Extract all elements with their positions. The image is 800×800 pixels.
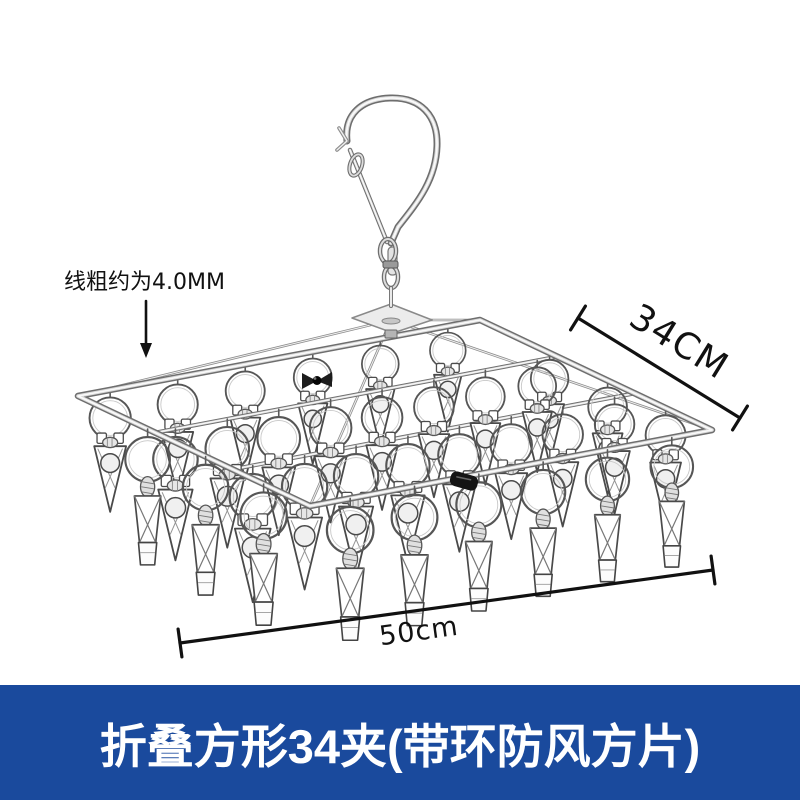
depth-dimension: 34CM <box>568 296 750 432</box>
clip-windproof <box>390 485 439 627</box>
clip-clothespin <box>541 406 584 528</box>
depth-dimension-label: 34CM <box>622 296 735 388</box>
clip-windproof <box>455 473 503 612</box>
clip-clothespin <box>152 428 199 562</box>
wire-thickness-label: 线粗约为4.0MM <box>64 270 225 295</box>
dark-details <box>302 372 479 491</box>
width-dimension-label: 50cm <box>377 611 460 653</box>
clips-front-rows <box>124 428 695 642</box>
clip-windproof <box>181 455 230 596</box>
product-title: 折叠方形34夹(带环防风方片) <box>99 720 701 773</box>
clip-windproof <box>649 436 695 568</box>
clip-clothespin <box>280 454 329 591</box>
product-title-banner: 折叠方形34夹(带环防风方片) <box>0 685 800 800</box>
clip-windproof <box>584 448 631 583</box>
clip-windproof <box>124 428 171 566</box>
hanger-illustration <box>74 94 716 642</box>
frame <box>74 316 716 510</box>
clip-clothespin <box>88 389 132 513</box>
down-arrow-icon <box>140 299 152 358</box>
center-plate <box>351 303 433 339</box>
clip-windproof <box>239 483 288 627</box>
swivel-hook <box>335 94 441 308</box>
clip-windproof <box>520 461 567 598</box>
clip-lock-detail <box>449 471 479 491</box>
